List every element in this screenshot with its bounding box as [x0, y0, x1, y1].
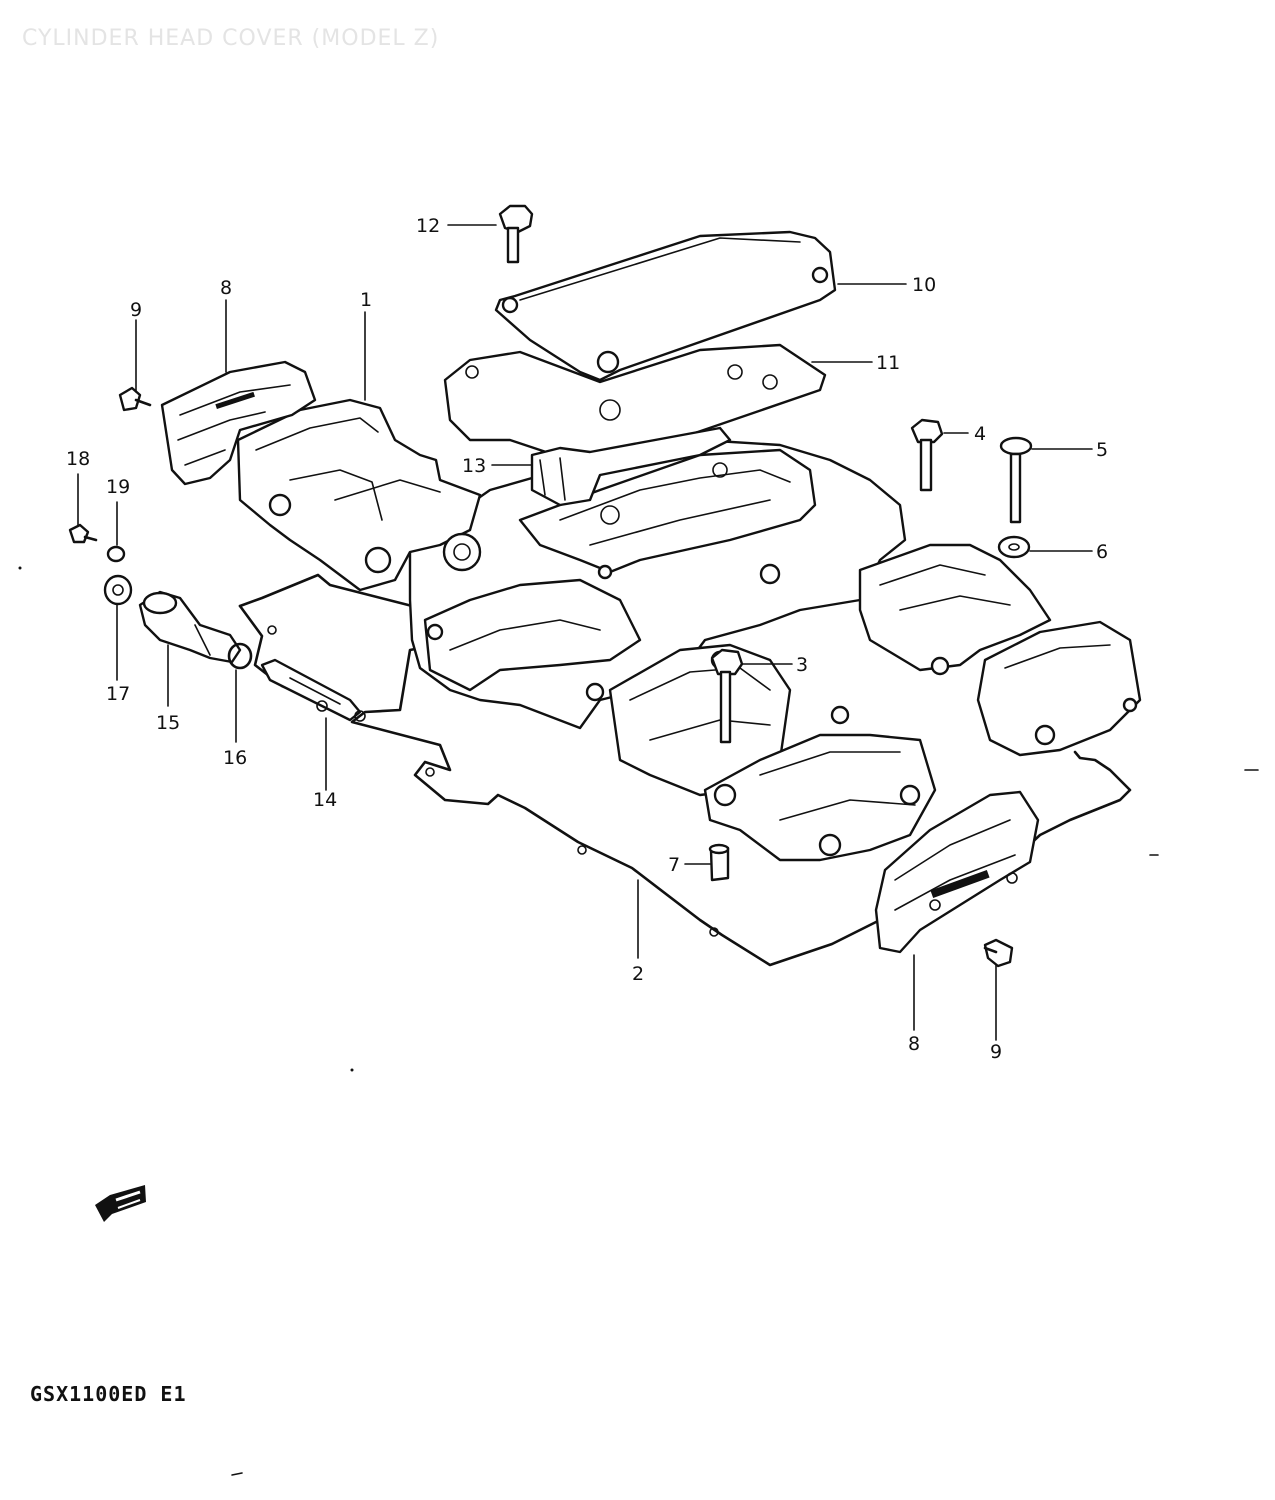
callout-14: 14 — [313, 789, 337, 811]
model-code-label: GSX1100ED E1 — [30, 1382, 187, 1406]
callout-13: 13 — [462, 455, 486, 477]
part-15-cap — [138, 590, 242, 664]
callout-1: 1 — [360, 289, 372, 311]
part-6-washer — [997, 535, 1031, 559]
page-title: CYLINDER HEAD COVER (MODEL Z) — [22, 26, 440, 51]
part-7-dowel-pin — [708, 843, 730, 882]
part-13-baffle — [530, 426, 732, 507]
callout-8-left: 8 — [220, 277, 232, 299]
callout-3: 3 — [796, 654, 808, 676]
callout-labels: 1 2 3 4 5 6 7 8 8 9 9 10 11 12 13 14 15 … — [66, 215, 1108, 1063]
part-1-cylinder-head-cover — [236, 398, 1142, 862]
part-12-bolt — [498, 204, 534, 264]
front-direction-arrow-icon — [95, 1185, 146, 1222]
callout-11: 11 — [876, 352, 900, 374]
callout-6: 6 — [1096, 541, 1108, 563]
part-3-bolt — [710, 648, 744, 744]
part-16-o-ring — [227, 642, 253, 670]
callout-12: 12 — [416, 215, 440, 237]
scan-marks — [18, 566, 1259, 1476]
callout-9-left: 9 — [130, 299, 142, 321]
part-9-screw-right — [983, 938, 1014, 968]
callout-15: 15 — [156, 712, 180, 734]
callout-19: 19 — [106, 476, 130, 498]
part-4-bolt — [910, 418, 944, 492]
part-18-screw — [68, 523, 98, 544]
callout-9-right: 9 — [990, 1041, 1002, 1063]
callout-17: 17 — [106, 683, 130, 705]
callout-18: 18 — [66, 448, 90, 470]
part-8-end-cap-right — [874, 790, 1040, 954]
part-17-washer — [103, 574, 133, 606]
callout-4: 4 — [974, 423, 986, 445]
part-10-breather-cover — [494, 230, 837, 382]
callout-8-right: 8 — [908, 1033, 920, 1055]
part-8-end-cap-left — [160, 360, 317, 486]
callout-10: 10 — [912, 274, 936, 296]
part-5-bolt — [999, 436, 1033, 524]
part-19-ring — [106, 545, 126, 563]
callout-2: 2 — [632, 963, 644, 985]
callout-7: 7 — [668, 854, 680, 876]
leader-lines — [77, 224, 1093, 1041]
part-9-screw-left — [118, 386, 152, 412]
callout-5: 5 — [1096, 439, 1108, 461]
callout-16: 16 — [223, 747, 247, 769]
part-11-plate-gasket — [443, 343, 827, 472]
part-14-seal — [260, 658, 366, 722]
